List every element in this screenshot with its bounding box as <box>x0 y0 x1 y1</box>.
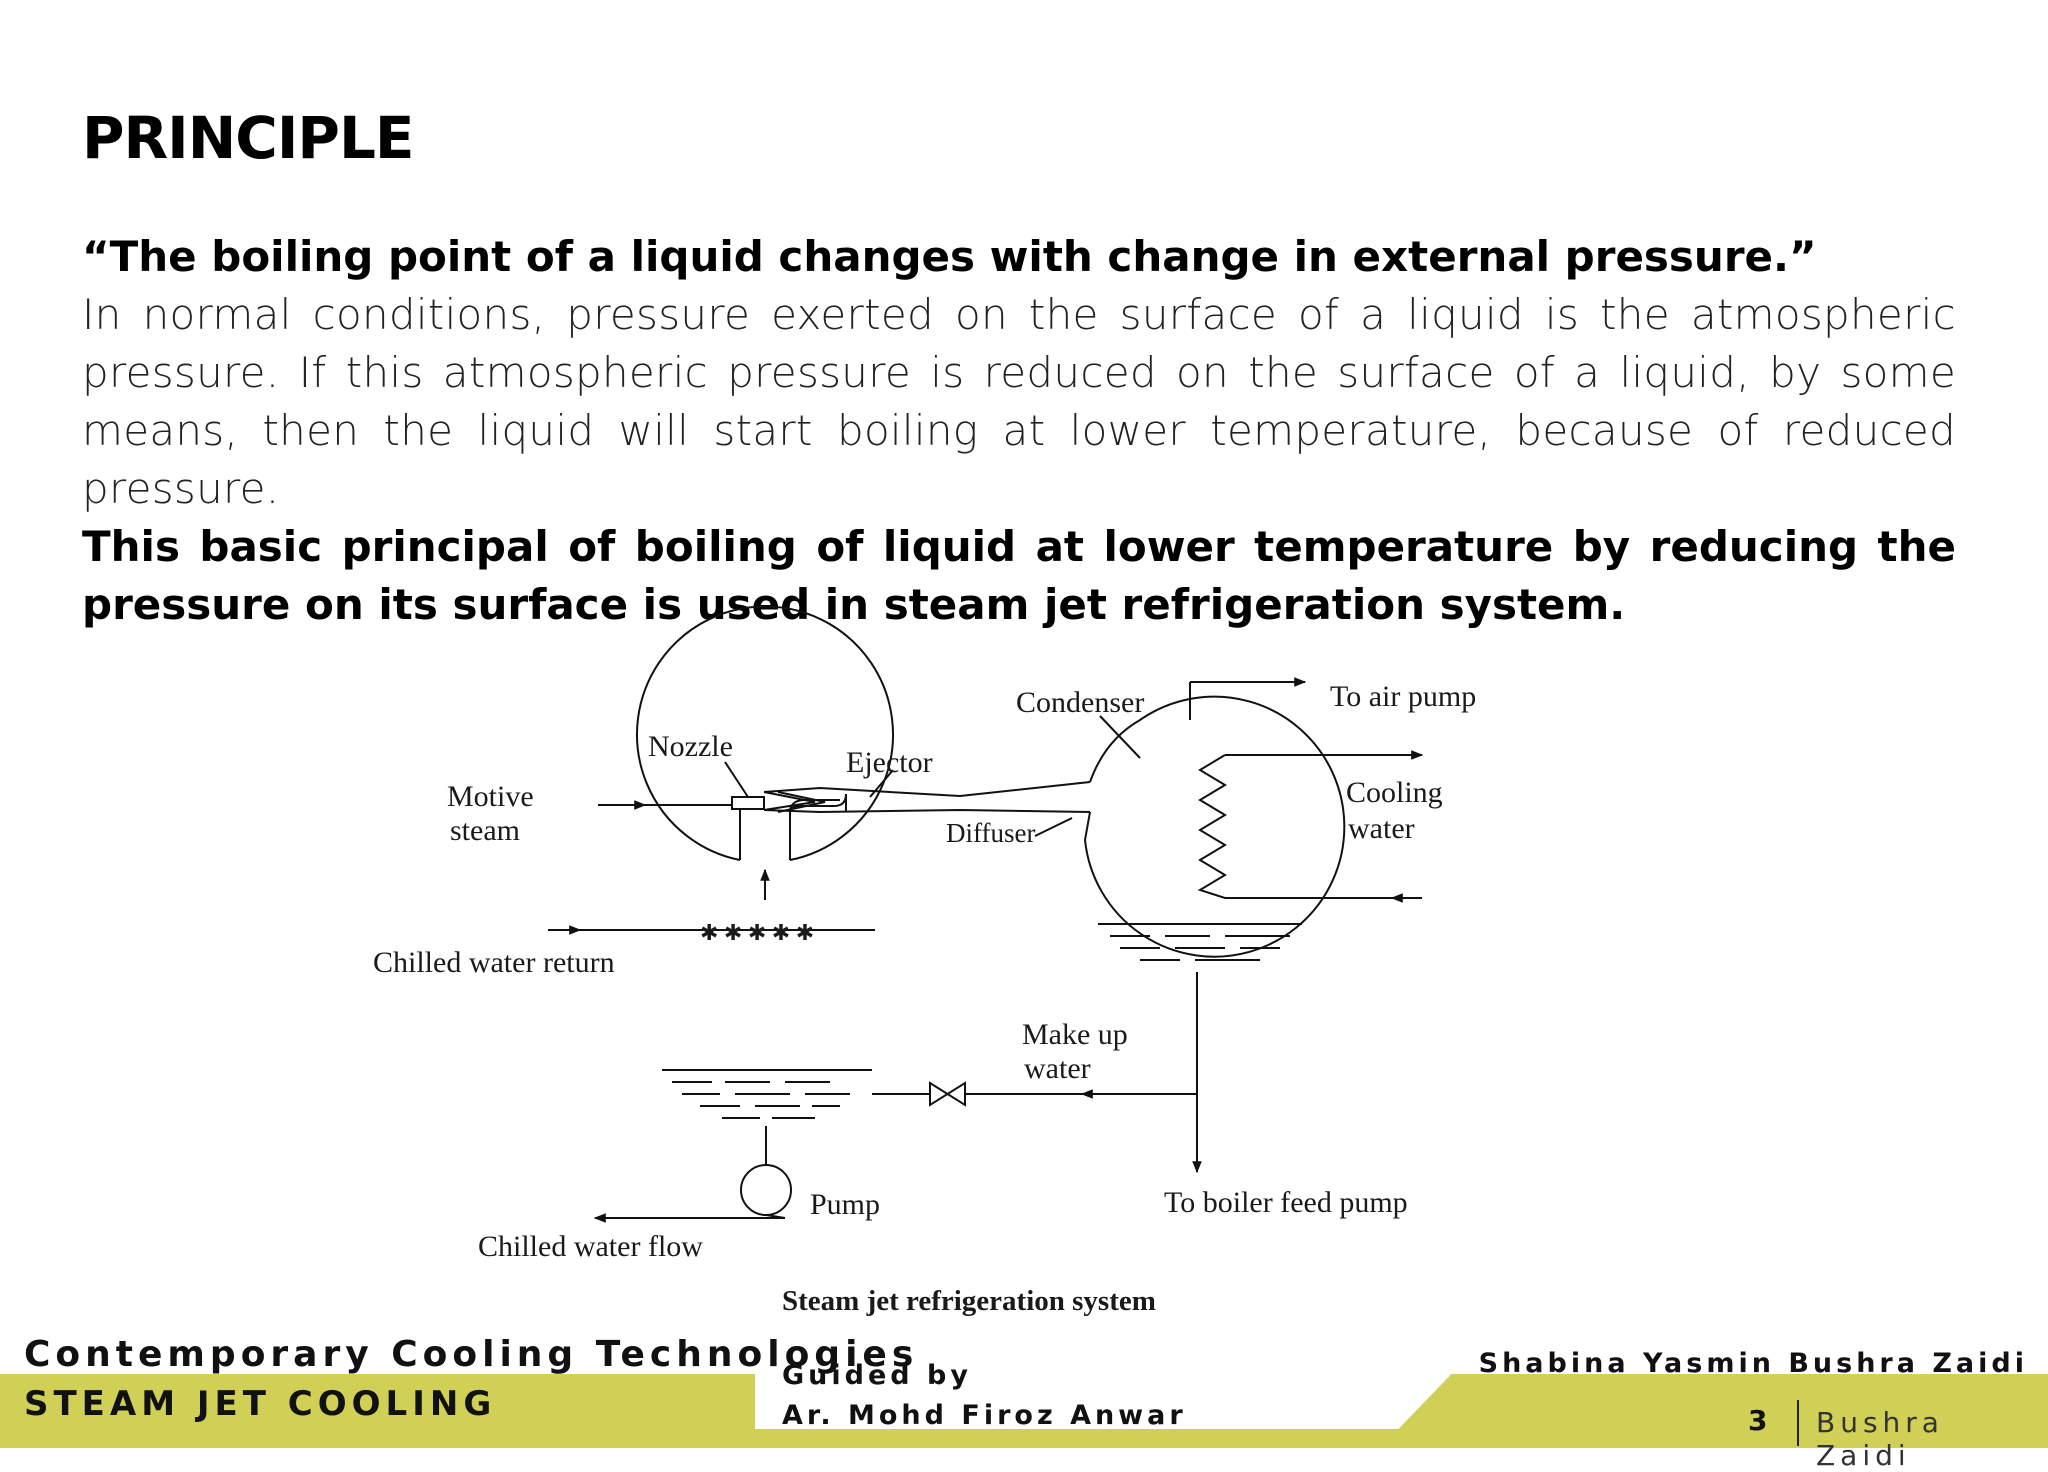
label-cooling-2: water <box>1348 812 1415 845</box>
label-motive-2: steam <box>450 814 520 847</box>
label-pump: Pump <box>810 1188 880 1221</box>
label-ejector: Ejector <box>846 746 933 779</box>
principle-quote: “The boiling point of a liquid changes w… <box>82 232 1817 281</box>
topic-name: STEAM JET COOLING <box>24 1384 497 1424</box>
label-makeup-2: water <box>1024 1052 1091 1085</box>
label-makeup-1: Make up <box>1022 1018 1128 1051</box>
label-diffuser: Diffuser <box>946 818 1035 848</box>
label-boiler-feed: To boiler feed pump <box>1164 1186 1408 1219</box>
diagram-caption: Steam jet refrigeration system <box>782 1285 1156 1317</box>
condenser-vessel <box>1083 695 1346 958</box>
guide-name: Ar. Mohd Firoz Anwar <box>782 1400 1187 1431</box>
nozzle-shape <box>731 796 765 810</box>
course-name: Contemporary Cooling Technologies <box>24 1334 919 1375</box>
evaporator-water <box>662 1069 872 1119</box>
label-condenser: Condenser <box>1016 686 1144 719</box>
label-motive-1: Motive <box>447 780 534 813</box>
footer-separator <box>1797 1400 1799 1446</box>
label-to-air-pump: To air pump <box>1330 680 1476 713</box>
author-names: Shabina Yasmin Bushra Zaidi <box>1478 1348 2028 1379</box>
label-nozzle: Nozzle <box>648 730 733 763</box>
valve-shape <box>929 1081 966 1107</box>
ejector-shape <box>763 781 1091 814</box>
slide-body: “The boiling point of a liquid changes w… <box>82 228 1956 634</box>
guided-by-label: Guided by <box>782 1360 972 1391</box>
steam-jet-diagram: ✱ ✱ ✱ ✱ ✱ <box>373 605 1476 1317</box>
label-chilled-flow: Chilled water flow <box>478 1230 703 1263</box>
label-chilled-return: Chilled water return <box>373 946 615 979</box>
principle-conclusion: This basic principal of boiling of liqui… <box>82 522 1956 629</box>
label-cooling-1: Cooling <box>1346 776 1443 809</box>
footer-accent-band <box>0 1330 2048 1448</box>
svg-text:✱ ✱ ✱ ✱ ✱: ✱ ✱ ✱ ✱ ✱ <box>700 920 814 945</box>
pump-shape <box>740 1164 792 1216</box>
principle-explanation: In normal conditions, pressure exerted o… <box>82 290 1956 513</box>
slide-title: PRINCIPLE <box>82 104 415 172</box>
condenser-water <box>1098 923 1302 961</box>
page-number: 3 <box>1748 1404 1768 1437</box>
footer-author: Bushra Zaidi <box>1816 1406 1944 1472</box>
